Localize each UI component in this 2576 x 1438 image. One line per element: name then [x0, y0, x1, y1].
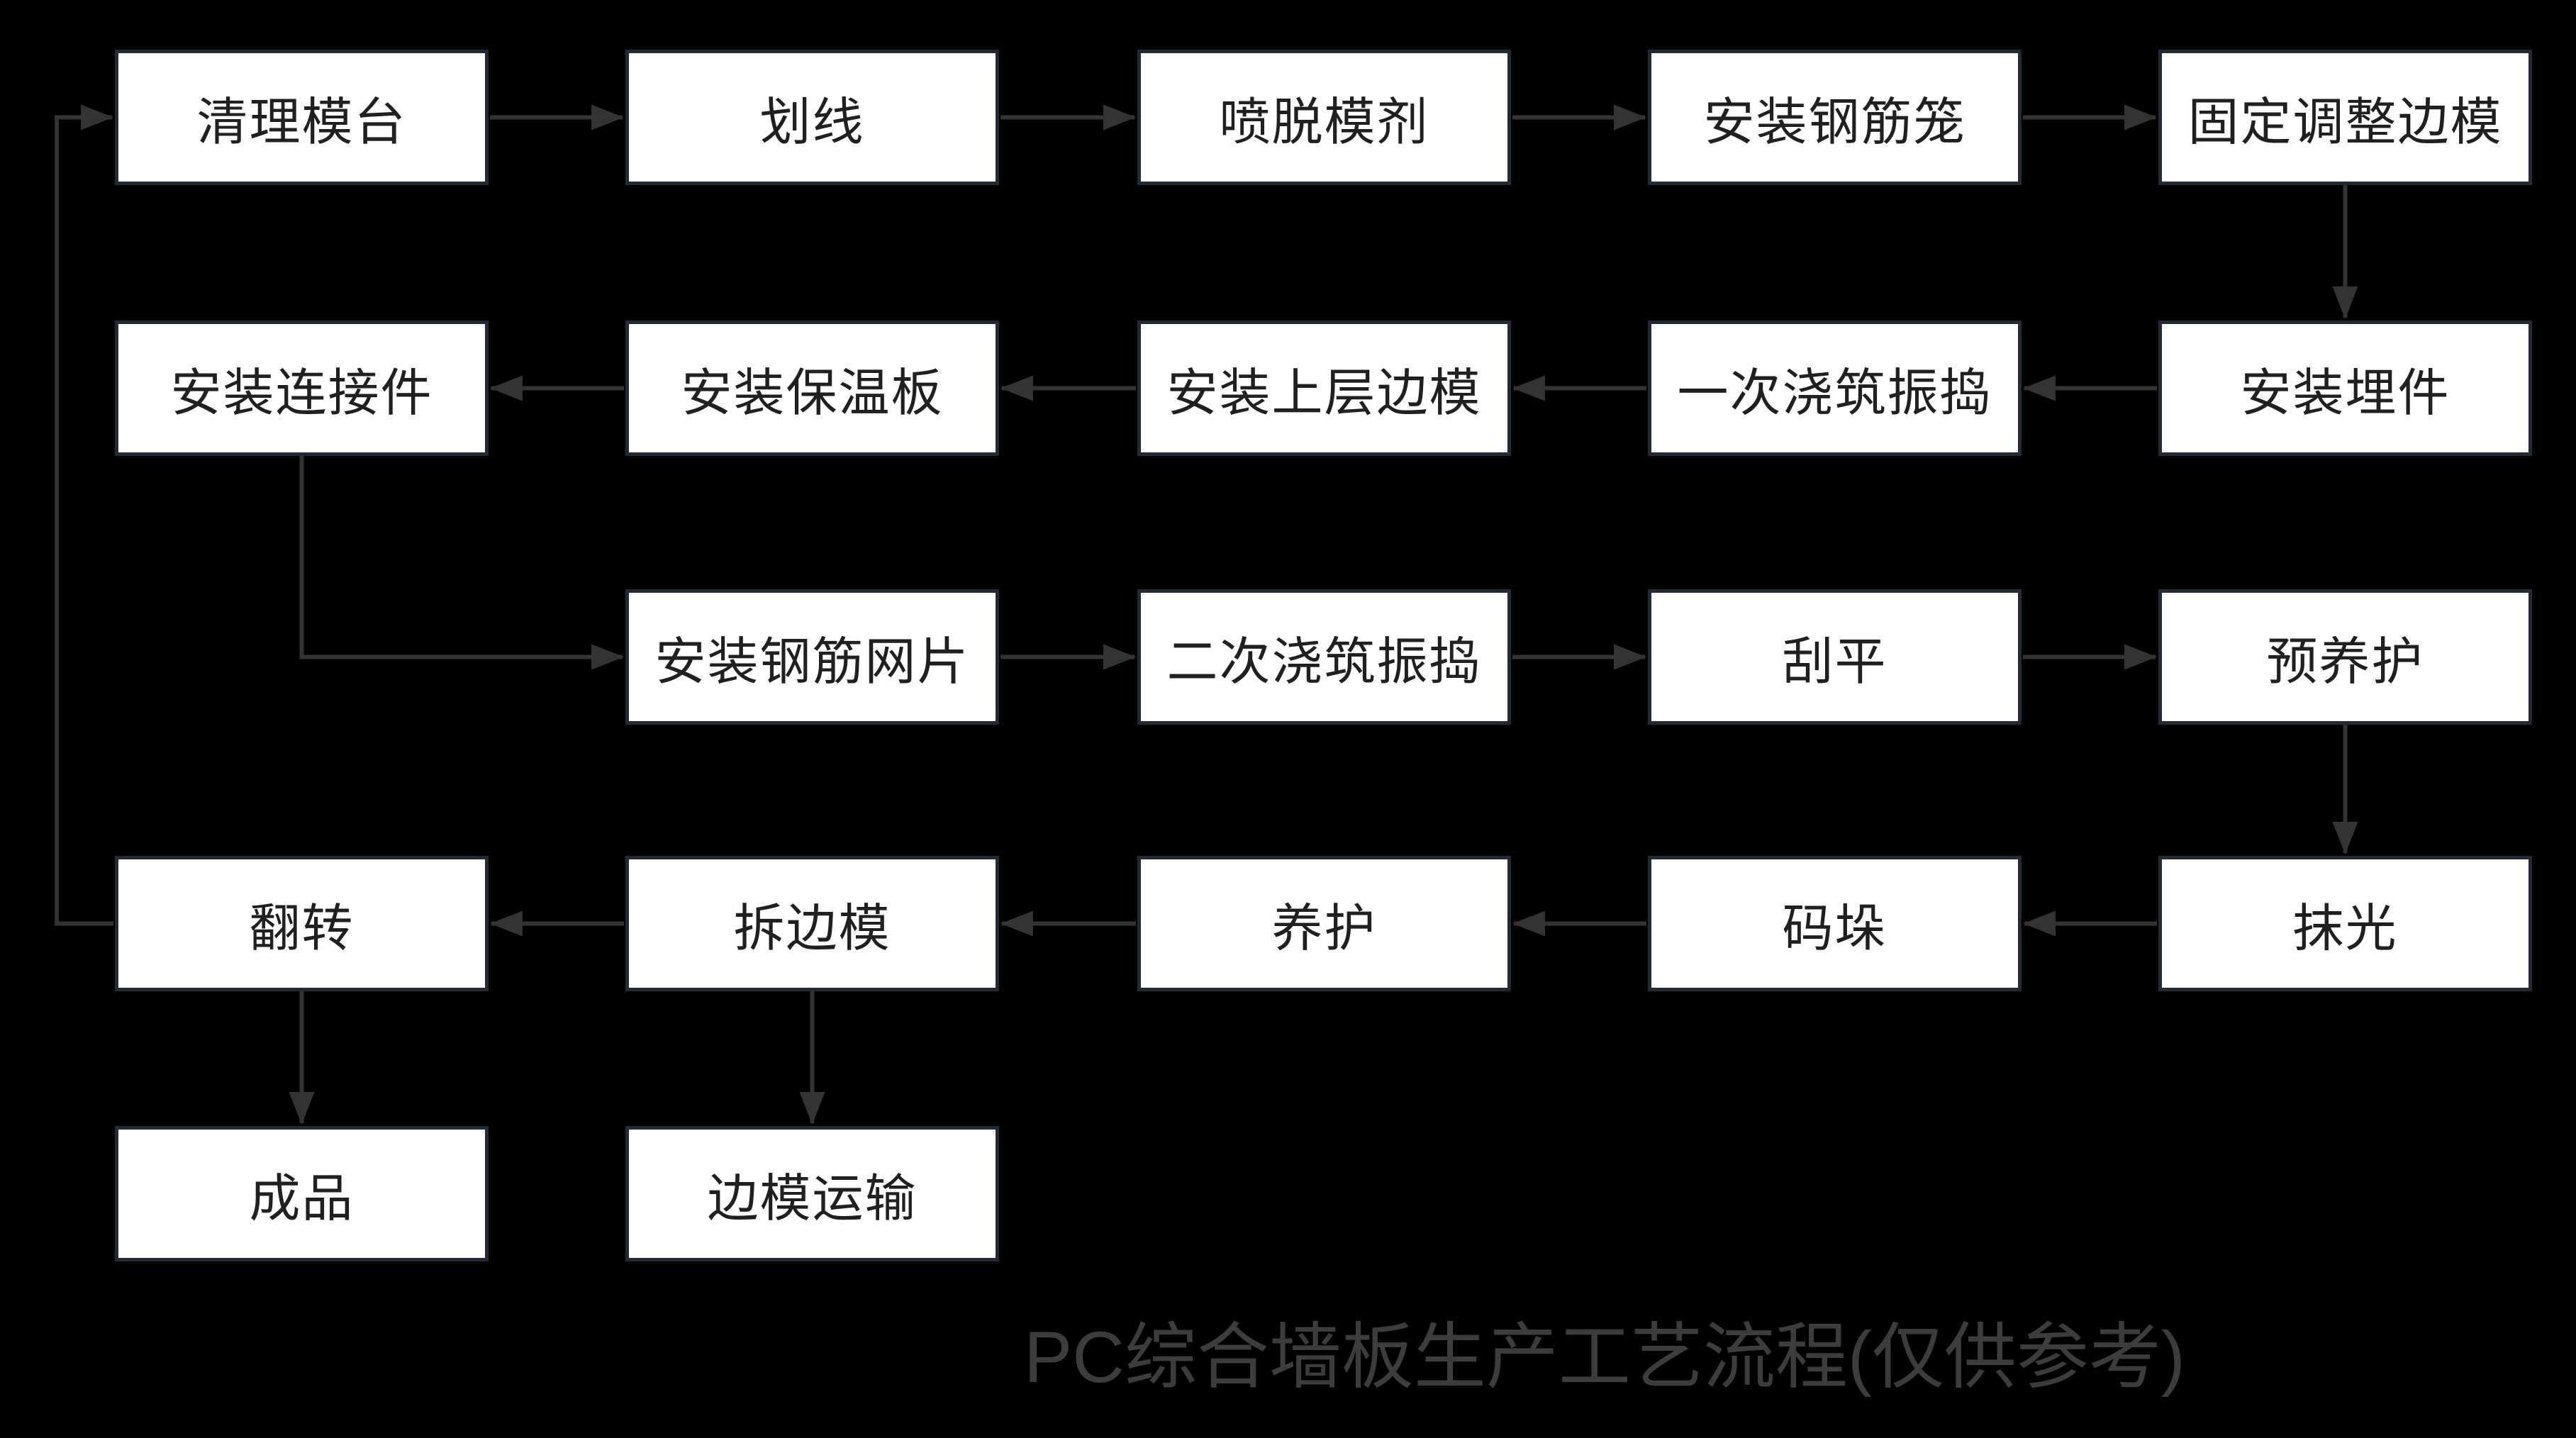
- flow-node-label: 翻转: [249, 901, 355, 957]
- flow-node-label: 拆边模: [733, 901, 891, 957]
- flow-node-label: 安装埋件: [2240, 365, 2450, 422]
- flow-node-first-pour-vibrate: 一次浇筑振捣: [1648, 321, 2022, 456]
- flow-node-clean-pallet: 清理模台: [115, 50, 489, 185]
- diagram-title: PC综合墙板生产工艺流程(仅供参考): [1024, 1317, 2185, 1398]
- flow-node-install-rebar-mesh: 安装钢筋网片: [625, 589, 999, 725]
- flow-node-label: 养护: [1271, 901, 1377, 957]
- flow-node-install-rebar-cage: 安装钢筋笼: [1648, 50, 2022, 185]
- flow-node-label: 成品: [249, 1171, 355, 1227]
- flow-node-flipping: 翻转: [115, 856, 489, 991]
- flow-node-install-upper-side-molds: 安装上层边模: [1137, 321, 1511, 456]
- flow-node-label: 清理模台: [196, 94, 407, 151]
- flow-node-pre-curing: 预养护: [2158, 589, 2532, 725]
- flow-node-curing: 养护: [1137, 856, 1511, 991]
- flow-node-label: 边模运输: [707, 1171, 918, 1227]
- flow-node-stacking: 码垛: [1648, 856, 2022, 991]
- flow-node-install-embeds: 安装埋件: [2158, 321, 2532, 456]
- flow-node-label: 安装上层边模: [1166, 365, 1482, 422]
- flow-node-label: 喷脱模剂: [1219, 94, 1429, 151]
- flow-node-label: 码垛: [1782, 901, 1888, 957]
- flow-node-label: 固定调整边模: [2187, 94, 2503, 151]
- flow-node-remove-side-molds: 拆边模: [625, 856, 999, 991]
- flow-node-finished-product: 成品: [115, 1126, 489, 1261]
- flow-node-label: 划线: [759, 94, 865, 151]
- flow-node-label: 预养护: [2266, 634, 2424, 691]
- flow-node-label: 安装钢筋网片: [654, 634, 970, 691]
- flow-node-label: 二次浇筑振捣: [1166, 634, 1482, 691]
- flow-node-side-mold-transport: 边模运输: [625, 1126, 999, 1261]
- flow-node-label: 抹光: [2292, 901, 2398, 957]
- flow-node-label: 刮平: [1782, 634, 1888, 691]
- flow-node-install-connectors: 安装连接件: [115, 321, 489, 456]
- flow-node-label: 安装保温板: [681, 365, 944, 422]
- flow-node-label: 安装钢筋笼: [1703, 94, 1966, 151]
- flow-node-scraping: 刮平: [1648, 589, 2022, 725]
- connector-install-connectors--install-rebar-mesh: [299, 456, 624, 670]
- flow-node-troweling: 抹光: [2158, 856, 2532, 991]
- flow-node-label: 安装连接件: [170, 365, 433, 422]
- flow-node-spray-release-agent: 喷脱模剂: [1137, 50, 1511, 185]
- flow-node-marking: 划线: [625, 50, 999, 185]
- flow-node-label: 一次浇筑振捣: [1677, 365, 1992, 422]
- connector-flipping--clean-pallet: [55, 104, 113, 926]
- flow-node-second-pour-vibrate: 二次浇筑振捣: [1137, 589, 1511, 725]
- flow-node-install-insulation-board: 安装保温板: [625, 321, 999, 456]
- flow-node-fix-adjust-side-molds: 固定调整边模: [2158, 50, 2532, 185]
